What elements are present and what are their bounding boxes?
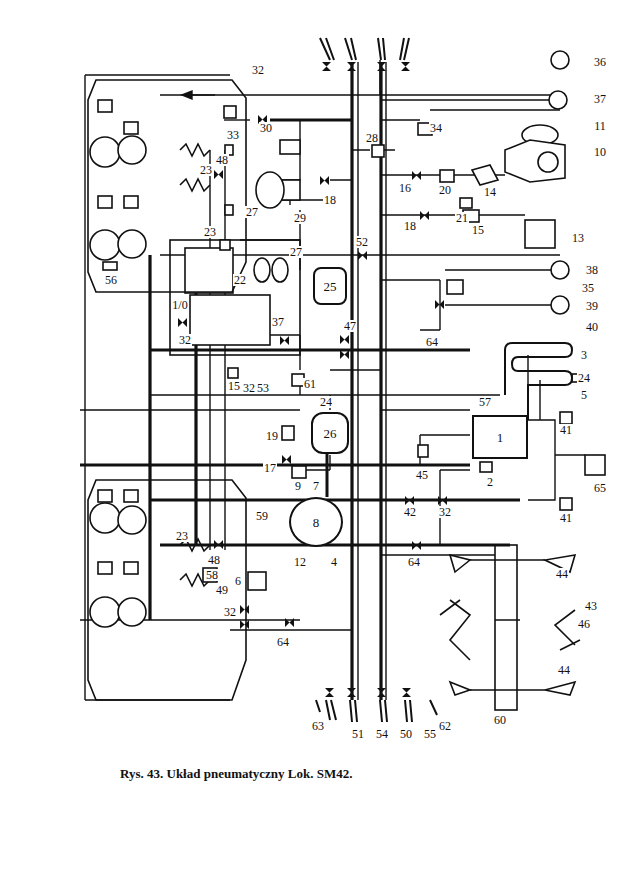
callout-number: 33 <box>226 129 240 141</box>
callout-number: 13 <box>571 232 585 244</box>
callout-number: 32 <box>178 334 192 346</box>
callout-number: 43 <box>584 600 598 612</box>
callout-number: 39 <box>585 300 599 312</box>
node-text: 26 <box>324 427 337 440</box>
callout-number: 63 <box>311 720 325 732</box>
callout-number: 53 <box>256 382 270 394</box>
callout-number: 7 <box>312 480 320 492</box>
callout-number: 48 <box>215 154 229 166</box>
callout-number: 50 <box>399 728 413 740</box>
outlet-arrow <box>182 91 250 120</box>
callout-number: 41 <box>559 512 573 524</box>
callout-number: 35 <box>581 282 595 294</box>
air-tank: 25 <box>313 267 347 305</box>
callout-number: 56 <box>104 274 118 286</box>
callout-number: 24 <box>577 372 591 384</box>
callout-number: 16 <box>398 182 412 194</box>
callout-number: 58 <box>205 569 219 581</box>
callout-number: 23 <box>175 530 189 542</box>
node-text: 25 <box>324 280 337 293</box>
pipe-connector <box>326 454 329 497</box>
callout-number: 41 <box>559 424 573 436</box>
callout-number: 34 <box>429 122 443 134</box>
callout-number: 54 <box>375 728 389 740</box>
callout-number: 32 <box>438 506 452 518</box>
callout-number: 18 <box>403 220 417 232</box>
callout-number: 10 <box>593 146 607 158</box>
callout-number: 49 <box>215 584 229 596</box>
callout-number: 1/0 <box>171 299 188 311</box>
figure-caption: Rys. 43. Układ pneumatyczny Lok. SM42. <box>120 767 353 781</box>
callout-number: 51 <box>351 728 365 740</box>
callout-number: 11 <box>593 120 607 132</box>
node-text: 1 <box>497 431 504 444</box>
callout-number: 42 <box>403 506 417 518</box>
callout-number: 18 <box>323 194 337 206</box>
callout-number: 37 <box>271 316 285 328</box>
heater-coil <box>505 343 572 420</box>
valves <box>178 62 447 697</box>
callout-number: 27 <box>245 206 259 218</box>
callout-number: 27 <box>289 246 303 258</box>
sander-rigging <box>440 545 580 710</box>
callout-number: 19 <box>265 430 279 442</box>
callout-number: 52 <box>355 236 369 248</box>
callout-number: 29 <box>293 212 307 224</box>
callout-number: 65 <box>593 482 607 494</box>
callout-number: 47 <box>343 320 357 332</box>
bogie-top <box>88 80 246 292</box>
callout-number: 61 <box>303 378 317 390</box>
callout-number: 44 <box>555 568 569 580</box>
callout-number: 24 <box>319 396 333 408</box>
node-text: 8 <box>313 516 320 529</box>
callout-number: 23 <box>199 164 213 176</box>
devices <box>170 51 605 590</box>
callout-number: 32 <box>251 64 265 76</box>
bogie-bottom <box>88 480 246 700</box>
callout-number: 30 <box>259 122 273 134</box>
hoses <box>316 38 437 722</box>
callout-number: 40 <box>585 321 599 333</box>
callout-number: 12 <box>293 556 307 568</box>
callout-number: 23 <box>203 226 217 238</box>
callout-number: 36 <box>593 56 607 68</box>
air-tank: 26 <box>311 412 349 454</box>
callout-number: 32 <box>223 606 237 618</box>
callout-number: 37 <box>593 93 607 105</box>
callout-number: 9 <box>294 480 302 492</box>
callout-number: 15 <box>227 380 241 392</box>
callout-number: 59 <box>255 510 269 522</box>
callout-number: 6 <box>234 575 242 587</box>
callout-number: 15 <box>471 224 485 236</box>
callout-number: 21 <box>455 212 469 224</box>
callout-number: 20 <box>438 184 452 196</box>
callout-number: 28 <box>365 132 379 144</box>
callout-number: 5 <box>580 389 588 401</box>
callout-number: 48 <box>207 554 221 566</box>
callout-number: 62 <box>438 720 452 732</box>
callout-number: 22 <box>233 274 247 286</box>
pipes <box>80 60 585 700</box>
device-box: 1 <box>472 415 528 459</box>
callout-number: 14 <box>483 186 497 198</box>
callout-number: 60 <box>493 714 507 726</box>
callout-number: 64 <box>407 556 421 568</box>
callout-number: 64 <box>276 636 290 648</box>
callout-number: 17 <box>263 462 277 474</box>
callout-number: 45 <box>415 469 429 481</box>
callout-number: 38 <box>585 264 599 276</box>
callout-number: 32 <box>242 382 256 394</box>
callout-number: 55 <box>423 728 437 740</box>
callout-number: 46 <box>577 618 591 630</box>
callout-number: 3 <box>580 349 588 361</box>
callout-number: 64 <box>425 336 439 348</box>
callout-number: 4 <box>330 556 338 568</box>
callout-number: 2 <box>486 476 494 488</box>
air-reservoir: 8 <box>289 497 343 547</box>
callout-number: 57 <box>478 396 492 408</box>
callout-number: 44 <box>557 664 571 676</box>
